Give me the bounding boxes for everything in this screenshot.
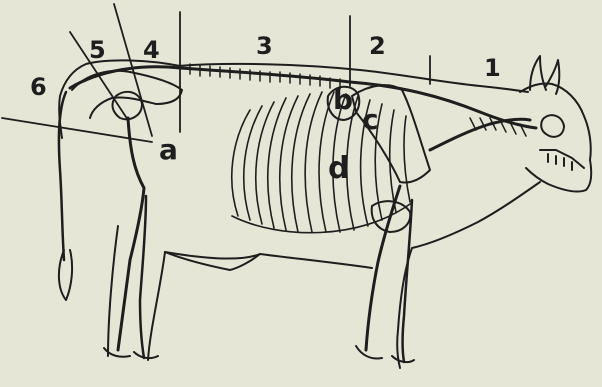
jaw-teeth [540, 150, 584, 170]
region-label-5: 5 [89, 38, 106, 62]
pelvis [72, 71, 182, 118]
tail [59, 92, 66, 260]
skull-orbit [541, 115, 564, 137]
tail-switch [59, 250, 72, 300]
bone-label-c: c [362, 106, 379, 134]
region-label-4: 4 [143, 38, 160, 62]
bone-label-b: b [333, 86, 353, 114]
horn-right [546, 60, 559, 94]
bone-label-d: d [328, 154, 349, 184]
region-label-2: 2 [369, 34, 386, 58]
hind-leg-second [140, 196, 146, 358]
region-label-1: 1 [484, 56, 501, 80]
region-label-6: 6 [30, 75, 47, 99]
hip-joint [113, 92, 142, 119]
region-label-3: 3 [256, 34, 273, 58]
ribs [232, 92, 410, 233]
bone-label-a: a [159, 136, 178, 164]
vertebrae [190, 64, 526, 136]
